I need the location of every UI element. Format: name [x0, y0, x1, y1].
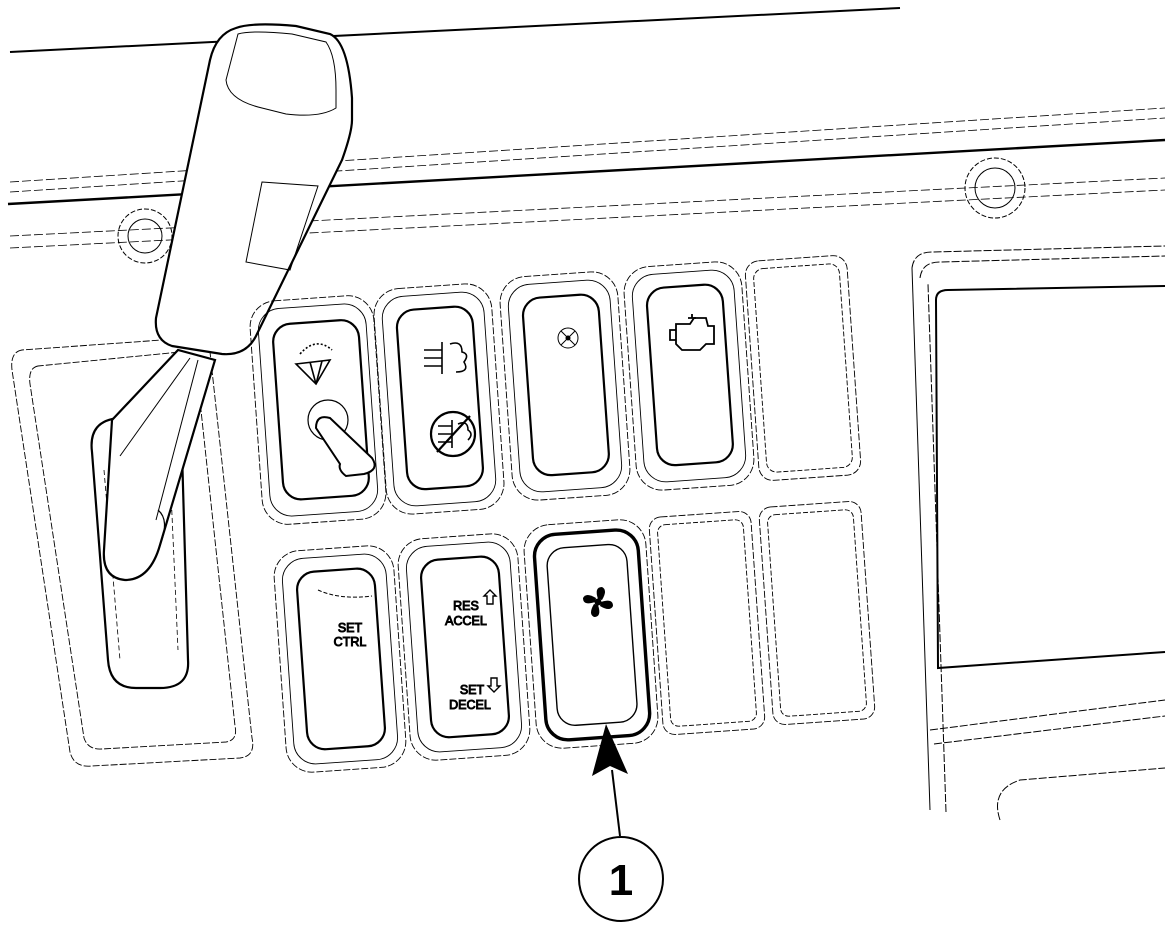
- panel-light-icon: [557, 327, 579, 349]
- decel-label: DECEL: [449, 698, 491, 712]
- engine-brake-switch[interactable]: [372, 282, 505, 516]
- set-label: SET: [460, 683, 485, 697]
- callout-1: 1: [578, 836, 664, 922]
- set-ctrl-switch[interactable]: SET CTRL: [272, 544, 407, 774]
- fan-icon: [583, 587, 613, 617]
- set-ctrl-label-line2: CTRL: [334, 635, 367, 649]
- arrow-down-icon: [486, 677, 502, 693]
- panel-light-switch[interactable]: [498, 270, 631, 502]
- check-engine-switch[interactable]: [622, 260, 755, 492]
- blank-switch-bottom-1: [648, 511, 766, 735]
- blank-switch-top: [744, 255, 862, 481]
- res-set-switch[interactable]: RES ACCEL SET DECEL: [396, 532, 531, 762]
- set-ctrl-label-line1: SET: [338, 621, 363, 635]
- screw-left: [117, 208, 173, 264]
- blank-switch-bottom-2: [758, 501, 876, 725]
- wiper-icon: [294, 343, 333, 386]
- wiper-switch[interactable]: [248, 294, 387, 526]
- callout-arrowhead: [592, 724, 628, 776]
- exhaust-brake-icon: [424, 342, 468, 374]
- arrow-up-icon: [482, 589, 498, 605]
- instrument-cluster-housing: [911, 245, 1166, 821]
- exhaust-brake-off-icon: [429, 410, 477, 458]
- engine-icon: [669, 314, 715, 351]
- lever-handle: [102, 23, 354, 582]
- callout-leader: [592, 724, 628, 837]
- callout-number: 1: [609, 856, 633, 905]
- res-label: RES: [453, 599, 479, 613]
- wiper-toggle-lever[interactable]: [314, 416, 376, 478]
- screw-right: [964, 157, 1026, 219]
- fan-switch[interactable]: [522, 518, 659, 750]
- accel-label: ACCEL: [445, 614, 487, 628]
